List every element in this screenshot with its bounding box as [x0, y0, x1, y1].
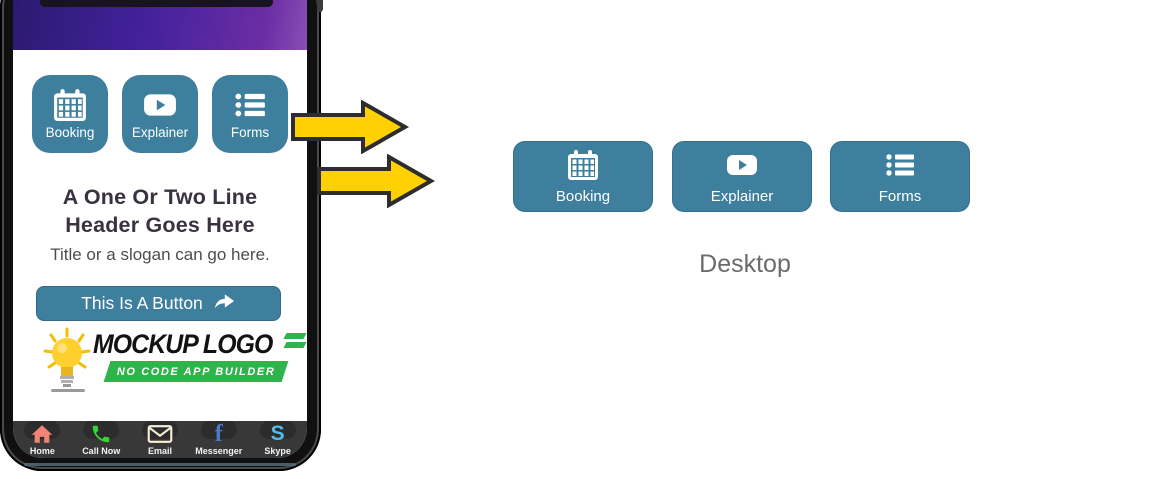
- headline-line2: Header Goes Here: [65, 213, 255, 237]
- nav-blob: [259, 421, 296, 439]
- nav-item-skype[interactable]: S Skype: [248, 421, 307, 458]
- nav-item-email[interactable]: Email: [131, 421, 190, 458]
- page-headline: A One Or Two Line Header Goes Here: [25, 183, 295, 239]
- logo-text-block: MOCKUP LOGO NO CODE APP BUILDER: [93, 329, 307, 382]
- nav-item-messenger[interactable]: f Messenger: [189, 421, 248, 458]
- phone-chin-highlight: [24, 463, 296, 466]
- forms-button-label: Forms: [230, 125, 270, 140]
- app-button-row: Booking Explainer: [32, 75, 288, 153]
- video-play-icon: [724, 149, 760, 186]
- video-play-icon: [142, 88, 178, 122]
- cta-button-label: This Is A Button: [81, 293, 203, 313]
- explainer-button[interactable]: Explainer: [122, 75, 198, 153]
- curved-arrow-icon: [212, 291, 236, 316]
- nav-label-home: Home: [29, 446, 55, 456]
- logo-title: MOCKUP LOGO: [93, 329, 273, 359]
- mockup-logo: MOCKUP LOGO NO CODE APP BUILDER: [33, 327, 307, 398]
- logo-flag-icon: [283, 333, 307, 348]
- list-icon: [884, 149, 916, 186]
- cta-button[interactable]: This Is A Button: [36, 286, 281, 321]
- desktop-forms-label: Forms: [878, 187, 922, 205]
- desktop-booking-label: Booking: [555, 187, 611, 205]
- logo-tagline: NO CODE APP BUILDER: [116, 365, 276, 378]
- desktop-forms-button[interactable]: Forms: [830, 141, 970, 212]
- forms-button[interactable]: Forms: [212, 75, 288, 153]
- list-icon: [233, 88, 267, 122]
- booking-button-label: Booking: [45, 125, 95, 140]
- headline-line1: A One Or Two Line: [62, 185, 258, 209]
- right-arrow-icon: [290, 99, 410, 159]
- desktop-booking-button[interactable]: Booking: [513, 141, 653, 212]
- desktop-explainer-button[interactable]: Explainer: [672, 141, 812, 212]
- calendar-icon: [567, 149, 599, 186]
- bottom-nav-bar: Home Call Now: [13, 421, 307, 458]
- nav-label-call-now: Call Now: [82, 446, 121, 456]
- nav-label-skype: Skype: [264, 446, 291, 456]
- nav-blob: [83, 421, 120, 439]
- phone-mockup: Booking Explainer: [0, 0, 323, 471]
- nav-blob: [200, 421, 237, 439]
- phone-side-button: [317, 0, 323, 12]
- explainer-button-label: Explainer: [131, 125, 189, 140]
- phone-screen: Booking Explainer: [13, 0, 307, 458]
- desktop-explainer-label: Explainer: [710, 187, 774, 205]
- home-icon: [30, 423, 54, 445]
- nav-item-call-now[interactable]: Call Now: [72, 421, 131, 458]
- phone-notch: [40, 0, 273, 7]
- skype-icon: S: [270, 422, 285, 445]
- nav-item-home[interactable]: Home: [13, 421, 72, 458]
- booking-button[interactable]: Booking: [32, 75, 108, 153]
- nav-label-messenger: Messenger: [195, 446, 243, 456]
- nav-label-email: Email: [147, 446, 172, 456]
- right-arrow-icon: [316, 153, 436, 213]
- desktop-caption: Desktop: [699, 250, 791, 278]
- phone-icon: [90, 423, 112, 445]
- app-header-banner: [13, 0, 307, 50]
- facebook-icon: f: [214, 421, 223, 447]
- lightbulb-icon: [41, 327, 93, 398]
- envelope-icon: [147, 423, 173, 445]
- logo-banner: NO CODE APP BUILDER: [103, 361, 289, 382]
- calendar-icon: [53, 88, 87, 122]
- page-slogan: Title or a slogan can go here.: [50, 245, 270, 264]
